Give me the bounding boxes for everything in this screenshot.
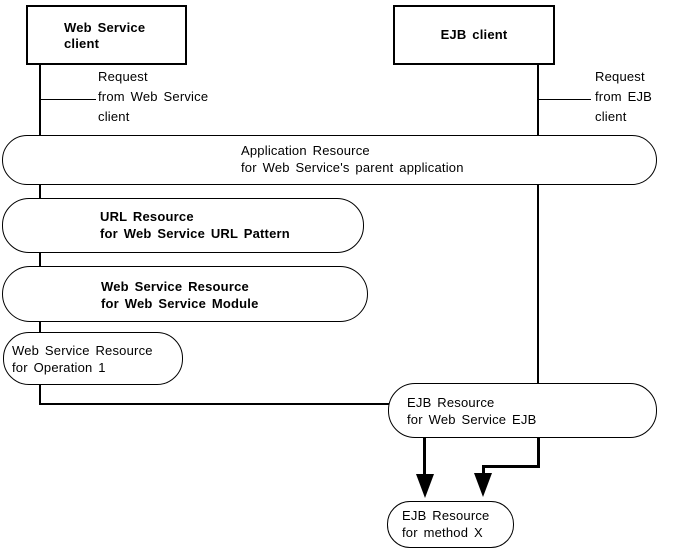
request-ws-line1: Request	[98, 69, 148, 84]
web-service-module-resource-line2: for Web Service Module	[101, 296, 259, 311]
web-service-client-box: Web Service client	[26, 5, 187, 65]
request-from-web-service-label: Request from Web Service client	[98, 67, 208, 127]
request-ws-tick-line	[40, 99, 96, 100]
web-service-operation-resource-node: Web Service Resource for Operation 1	[3, 332, 183, 385]
url-resource-line1: URL Resource	[100, 209, 194, 224]
request-ejb-line2: from EJB	[595, 89, 653, 104]
request-ejb-tick-line	[539, 99, 591, 100]
application-resource-line2: for Web Service's parent application	[241, 160, 464, 175]
request-ws-line2: from Web Service	[98, 89, 209, 104]
web-service-client-label-line2: client	[64, 36, 100, 51]
arrow-down-left-icon	[416, 474, 434, 498]
web-service-operation-resource-line1: Web Service Resource	[12, 343, 153, 358]
connector-ejb-client-vertical-line	[537, 65, 539, 383]
ejb-method-resource-line1: EJB Resource	[402, 508, 490, 523]
ejb-method-resource-line2: for method X	[402, 525, 483, 540]
web-service-operation-resource-line2: for Operation 1	[12, 360, 106, 375]
ejb-client-label: EJB client	[440, 27, 508, 42]
web-service-client-label-line1: Web Service	[64, 20, 146, 35]
request-ws-line3: client	[98, 109, 130, 124]
connector-operation-to-ejb-line	[39, 403, 390, 405]
application-resource-node: Application Resource for Web Service's p…	[2, 135, 657, 185]
arrow-right-drop-line	[482, 465, 485, 475]
arrow-down-right-icon	[474, 473, 492, 497]
arrow-right-stem-line	[537, 438, 540, 468]
ejb-ws-resource-node: EJB Resource for Web Service EJB	[388, 383, 657, 438]
request-ejb-line1: Request	[595, 69, 645, 84]
ejb-ws-resource-line1: EJB Resource	[407, 395, 495, 410]
url-resource-node: URL Resource for Web Service URL Pattern	[2, 198, 364, 253]
arrow-left-stem-line	[423, 438, 426, 476]
request-ejb-line3: client	[595, 109, 627, 124]
ejb-method-resource-node: EJB Resource for method X	[387, 501, 514, 548]
request-from-ejb-label: Request from EJB client	[595, 67, 652, 127]
web-service-module-resource-line1: Web Service Resource	[101, 279, 249, 294]
arrow-right-elbow-line	[482, 465, 540, 468]
web-service-module-resource-node: Web Service Resource for Web Service Mod…	[2, 266, 368, 322]
ejb-client-box: EJB client	[393, 5, 555, 65]
application-resource-line1: Application Resource	[241, 143, 370, 158]
url-resource-line2: for Web Service URL Pattern	[100, 226, 290, 241]
ejb-ws-resource-line2: for Web Service EJB	[407, 412, 537, 427]
